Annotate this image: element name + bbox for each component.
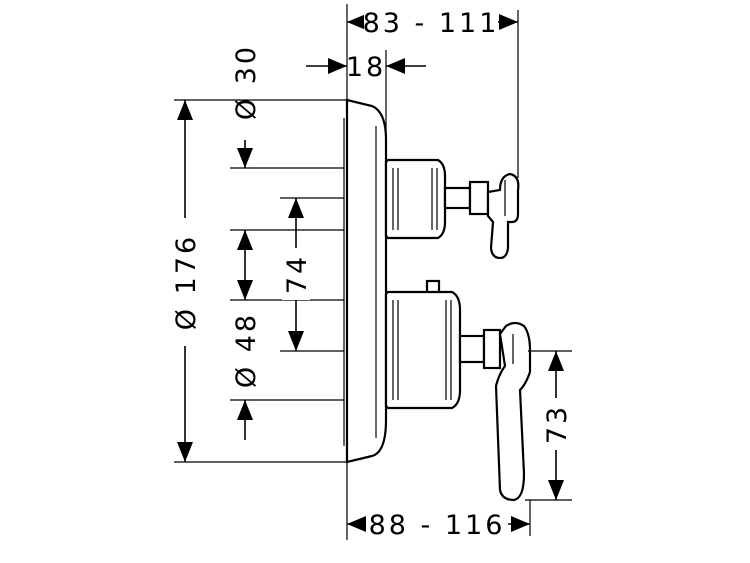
dimension-upper-diameter: Ø 30 (231, 44, 262, 300)
lower-diameter-label: Ø 48 (231, 312, 262, 388)
dimension-handle-height: 73 (542, 351, 573, 500)
upper-diameter-label: Ø 30 (231, 44, 262, 120)
escutcheon-plate (343, 98, 388, 464)
dimension-plate-depth: 18 (306, 52, 426, 83)
handle-height-label: 73 (542, 404, 573, 444)
upper-valve (384, 158, 490, 240)
plate-depth-label: 18 (346, 52, 386, 83)
lower-valve (384, 279, 502, 410)
plate-diameter-label: Ø 176 (171, 234, 202, 330)
dimension-bottom-depth: 88 - 116 (347, 510, 530, 541)
dimension-spacing: 74 (282, 198, 313, 351)
top-depth-label: 83 - 111 (363, 8, 500, 39)
bottom-depth-label: 88 - 116 (369, 510, 506, 541)
dimension-top-depth: 83 - 111 (347, 8, 518, 39)
upper-cross-handle (486, 172, 520, 260)
dimension-plate-diameter: Ø 176 (170, 100, 202, 462)
dimension-lower-diameter: Ø 48 (231, 280, 262, 440)
lower-lever-handle (494, 321, 532, 502)
spacing-label: 74 (282, 254, 313, 294)
